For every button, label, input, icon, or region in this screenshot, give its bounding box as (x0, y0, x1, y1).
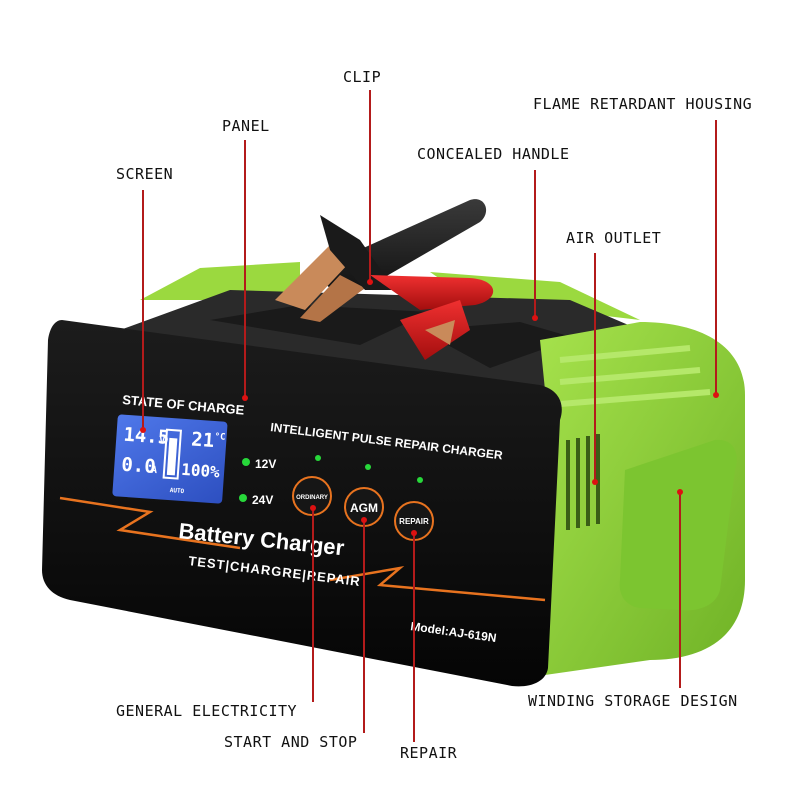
agm-button-label: AGM (350, 501, 378, 515)
red-clip (320, 215, 494, 360)
lcd-percent: 100% (181, 460, 221, 482)
callout-repair: REPAIR (400, 744, 458, 762)
lcd-screen: 14.5 V 0.0 A 21 °C 100% AUTO (112, 414, 228, 504)
agm-button[interactable]: AGM (344, 487, 384, 527)
callout-start-and-stop: START AND STOP (224, 733, 358, 751)
callout-winding-storage-design: WINDING STORAGE DESIGN (528, 692, 738, 710)
callout-screen: SCREEN (116, 165, 174, 183)
ordinary-led (315, 455, 321, 461)
flame-retardant-housing-side (540, 322, 745, 675)
lcd-mode: AUTO (169, 487, 184, 495)
indicator-12v-label: 12V (255, 457, 276, 471)
callout-flame-retardant-housing: FLAME RETARDANT HOUSING (533, 95, 753, 113)
indicator-24v-label: 24V (252, 493, 273, 507)
repair-led (417, 477, 423, 483)
callout-clip: CLIP (343, 68, 382, 86)
callout-air-outlet: AIR OUTLET (566, 229, 662, 247)
air-outlet-slots (566, 434, 600, 530)
winding-storage-grip (619, 439, 737, 611)
agm-led (365, 464, 371, 470)
indicator-12v-led (242, 458, 250, 466)
front-panel: 14.5 V 0.0 A 21 °C 100% AUTO STATE OF CH… (42, 320, 562, 687)
lcd-current-unit: A (151, 465, 158, 476)
lcd-temperature: 21 (191, 428, 215, 452)
ordinary-button-label: ORDINARY (296, 495, 328, 501)
callout-panel: PANEL (222, 117, 270, 135)
repair-button-label: REPAIR (399, 517, 429, 526)
battery-level-icon (162, 428, 182, 480)
lcd-voltage: 14.5 (123, 424, 170, 449)
lcd-voltage-unit: V (159, 435, 166, 446)
lcd-current: 0.0 (121, 454, 157, 478)
callout-general-electricity: GENERAL ELECTRICITY (116, 702, 298, 720)
lcd-temperature-unit: °C (214, 432, 226, 443)
callout-concealed-handle: CONCEALED HANDLE (417, 145, 570, 163)
indicator-24v-led (239, 494, 247, 502)
